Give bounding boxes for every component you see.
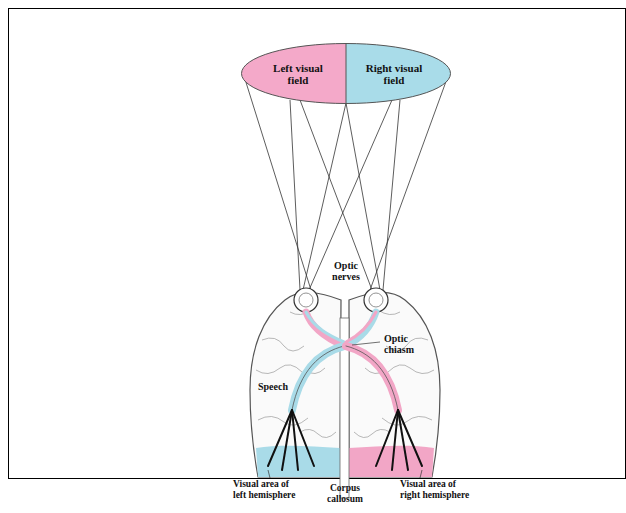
field-label: Left visual field [263,62,333,86]
structure-label: Optic nerves [322,260,370,282]
field-label: Right visual field [359,62,429,86]
region-label: Visual area of right hemisphere [400,479,474,500]
region-label: Speech [258,381,308,392]
structure-label: Corpus callosum [318,483,372,504]
structure-label: Optic chiasm [384,333,429,355]
region-label: Visual area of left hemisphere [233,479,303,500]
visual-field-half: Left visual field [241,43,346,104]
visual-field-half: Right visual field [346,43,451,104]
